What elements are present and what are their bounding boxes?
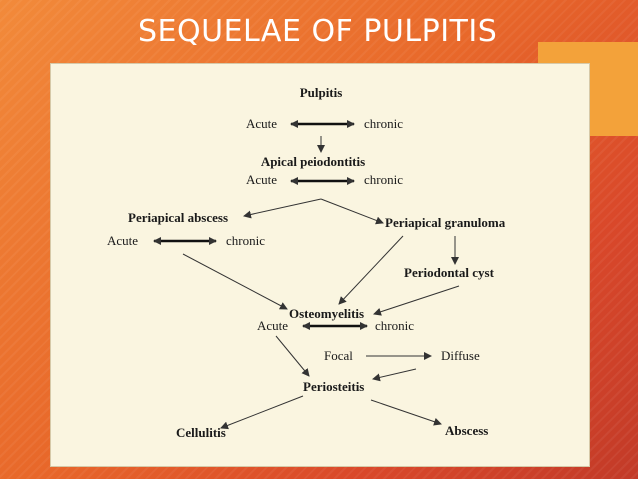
node-apical-periodontitis: Apical peiodontitis <box>261 154 365 169</box>
node-cellulitis: Cellulitis <box>176 425 226 440</box>
node-osteomyelitis: Osteomyelitis <box>289 306 364 321</box>
arrow-periosteitis-to-cellulitis <box>220 395 304 430</box>
node-periosteitis: Periosteitis <box>303 379 364 394</box>
diffuse-label: Diffuse <box>441 348 480 363</box>
arrow-apical-to-abscess <box>243 198 322 219</box>
osteo-chronic-label: chronic <box>375 318 414 333</box>
flow-diagram: Pulpitis Acute chronic Apical peiodontit… <box>107 85 506 440</box>
pulpitis-acute-label: Acute <box>246 116 277 131</box>
arrow-diffuse-to-periosteitis <box>372 368 417 382</box>
slide-title: SEQUELAE OF PULPITIS <box>138 14 498 49</box>
node-pulpitis: Pulpitis <box>300 85 343 100</box>
diagram-panel: Pulpitis Acute chronic Apical peiodontit… <box>50 63 590 467</box>
node-periodontal-cyst: Periodontal cyst <box>404 265 495 280</box>
abscess-chronic-label: chronic <box>226 233 265 248</box>
apical-chronic-label: chronic <box>364 172 403 187</box>
abscess-acute-label: Acute <box>107 233 138 248</box>
osteo-acute-label: Acute <box>257 318 288 333</box>
apical-acute-label: Acute <box>246 172 277 187</box>
focal-label: Focal <box>324 348 353 363</box>
arrow-osteo-acute-to-periosteitis <box>275 335 310 377</box>
node-periapical-abscess: Periapical abscess <box>128 210 228 225</box>
pulpitis-chronic-label: chronic <box>364 116 403 131</box>
node-periapical-granuloma: Periapical granuloma <box>385 215 506 230</box>
node-abscess: Abscess <box>445 423 488 438</box>
arrow-cyst-to-osteomyelitis <box>373 285 460 316</box>
arrow-apical-to-granuloma <box>320 198 384 225</box>
arrow-abscess-to-osteomyelitis <box>182 253 288 310</box>
arrow-periosteitis-to-abscess <box>370 399 442 426</box>
arrow-granuloma-to-osteomyelitis <box>338 235 404 305</box>
